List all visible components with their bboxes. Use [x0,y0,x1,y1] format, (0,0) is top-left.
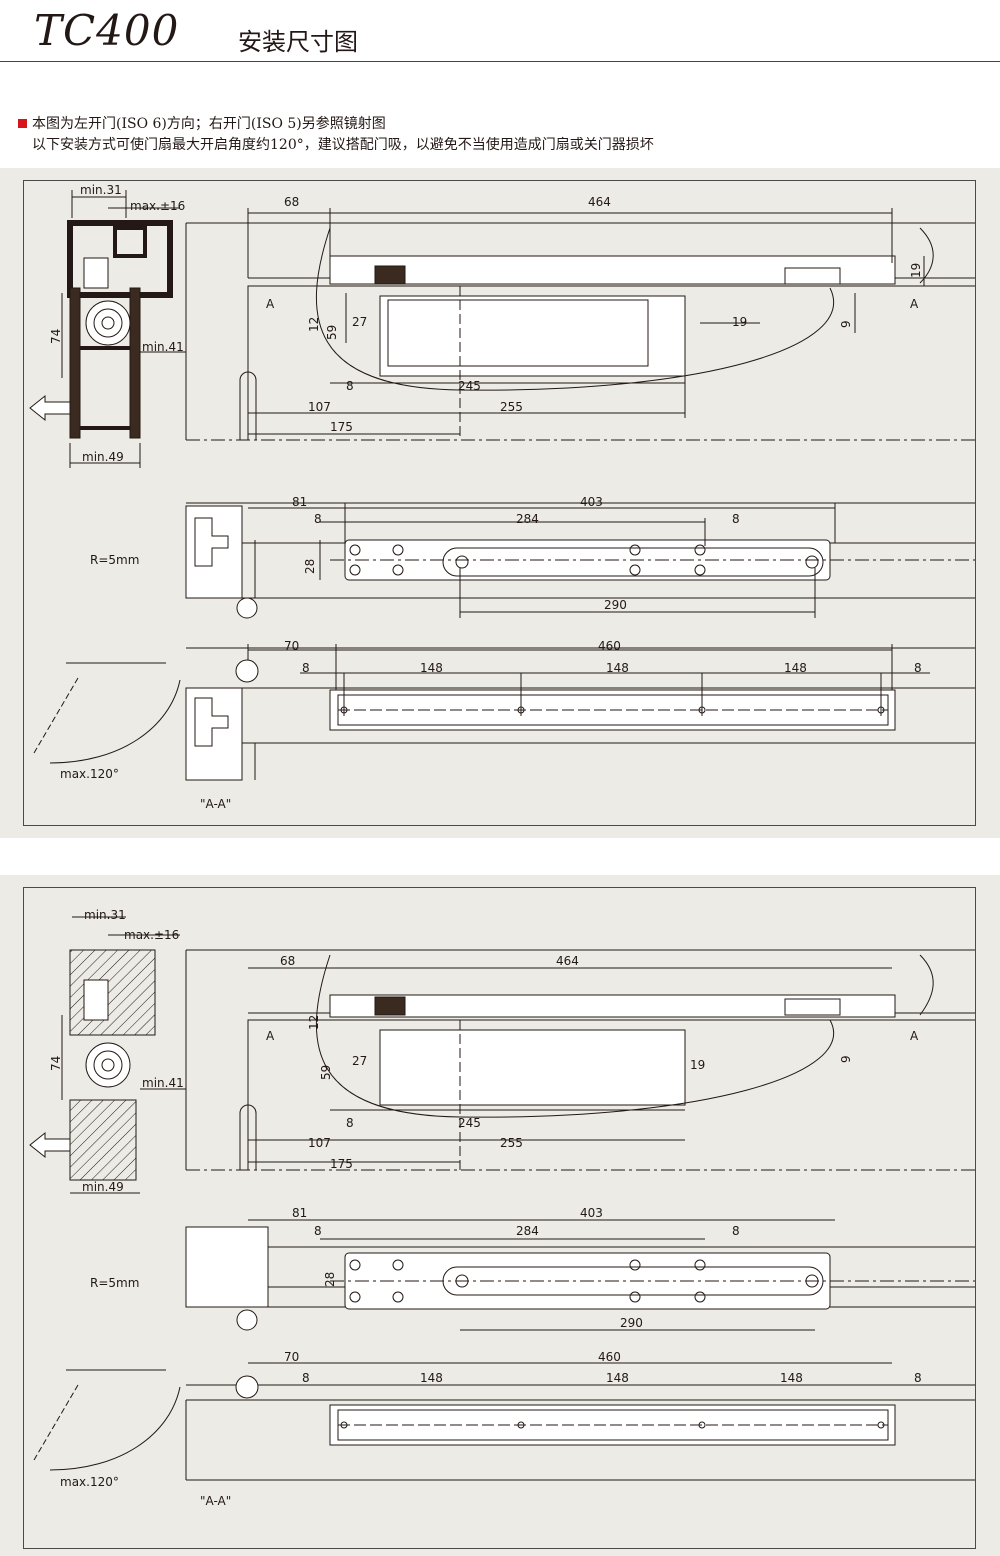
label-284: 284 [516,512,539,526]
label-8d: 8 [302,661,310,675]
section-marker-a-left: A [266,297,275,311]
label-284-2: 284 [516,1224,539,1238]
diagram-aluminium-frame: min.31 max.±16 74 min.41 min.49 68 464 1… [29,183,975,811]
label-12-2: 12 [307,1015,321,1030]
label-8a: 8 [346,379,354,393]
label-radius-2: R=5mm [90,1276,139,1290]
label-255: 255 [500,400,523,414]
diagram-wood-frame: min.31 max.±16 74 min.41 min.49 68 464 1… [29,908,975,1508]
label-min49-2: min.49 [82,1180,124,1194]
label-8a-2: 8 [346,1116,354,1130]
label-464: 464 [588,195,611,209]
label-min41: min.41 [142,340,184,354]
note-line-2: 以下安装方式可使门扇最大开启角度约120°，建议搭配门吸，以避免不当使用造成门扇… [32,137,654,153]
label-8e: 8 [914,661,922,675]
label-max16: max.±16 [130,199,185,213]
label-8c: 8 [732,512,740,526]
label-min41-2: min.41 [142,1076,184,1090]
label-8d-2: 8 [302,1371,310,1385]
label-max120: max.120° [60,767,119,781]
label-59: 59 [325,325,339,340]
label-460: 460 [598,639,621,653]
label-8b-2: 8 [314,1224,322,1238]
label-68: 68 [284,195,299,209]
label-59-2: 59 [319,1065,333,1080]
label-403: 403 [580,495,603,509]
label-max16-2: max.±16 [124,928,179,942]
label-radius: R=5mm [90,553,139,567]
label-68-2: 68 [280,954,295,968]
label-148-1-2: 148 [420,1371,443,1385]
label-148-1: 148 [420,661,443,675]
page-header: TC400 安装尺寸图 [0,0,1000,70]
note-line-1: 本图为左开门(ISO 6)方向；右开门(ISO 5)另参照镜射图 [18,114,654,135]
label-8c-2: 8 [732,1224,740,1238]
label-max120-2: max.120° [60,1475,119,1489]
label-min31: min.31 [80,183,122,197]
label-245-2: 245 [458,1116,481,1130]
label-290-2: 290 [620,1316,643,1330]
model-title: TC400 [34,6,180,55]
label-107: 107 [308,400,331,414]
label-section-aa-2: "A-A" [200,1494,231,1508]
label-8b: 8 [314,512,322,526]
label-19a: 19 [909,263,923,278]
label-148-2: 148 [606,661,629,675]
label-81-2: 81 [292,1206,307,1220]
drawing-panel-aluminium-frame: min.31 max.±16 74 min.41 min.49 68 464 1… [0,168,1000,838]
drawing-frame-2 [23,887,976,1549]
label-403-2: 403 [580,1206,603,1220]
label-148-2-2: 148 [606,1371,629,1385]
label-81: 81 [292,495,307,509]
label-19b: 19 [732,315,747,329]
red-square-bullet-icon [18,119,27,128]
label-12: 12 [307,317,321,332]
label-27: 27 [352,315,367,329]
label-74: 74 [49,329,63,344]
drawing-panel-wood-frame: min.31 max.±16 74 min.41 min.49 68 464 1… [0,875,1000,1556]
label-section-aa: "A-A" [200,797,231,811]
label-9: 9 [839,320,853,328]
label-70-2: 70 [284,1350,299,1364]
frame-section-profile [29,220,173,439]
label-min49: min.49 [82,450,124,464]
drawing-frame [23,180,976,826]
label-min31-2: min.31 [84,908,126,922]
label-460-2: 460 [598,1350,621,1364]
section-marker-a-left-2: A [266,1029,275,1043]
label-74-2: 74 [49,1056,63,1071]
label-148-3-2: 148 [780,1371,803,1385]
label-28: 28 [303,559,317,574]
label-27-2: 27 [352,1054,367,1068]
label-148-3: 148 [784,661,807,675]
label-175: 175 [330,420,353,434]
label-19b-2: 19 [690,1058,705,1072]
label-70: 70 [284,639,299,653]
header-divider [0,61,1000,62]
label-28-2: 28 [323,1272,337,1287]
label-290: 290 [604,598,627,612]
label-255-2: 255 [500,1136,523,1150]
section-marker-a-right-2: A [910,1029,919,1043]
installation-notes: 本图为左开门(ISO 6)方向；右开门(ISO 5)另参照镜射图 以下安装方式可… [18,114,654,156]
label-175-2: 175 [330,1157,353,1171]
label-107-2: 107 [308,1136,331,1150]
label-464-2: 464 [556,954,579,968]
page-title: 安装尺寸图 [238,28,358,56]
section-marker-a-right: A [910,297,919,311]
label-245: 245 [458,379,481,393]
label-8e-2: 8 [914,1371,922,1385]
label-9-2: 9 [839,1055,853,1063]
